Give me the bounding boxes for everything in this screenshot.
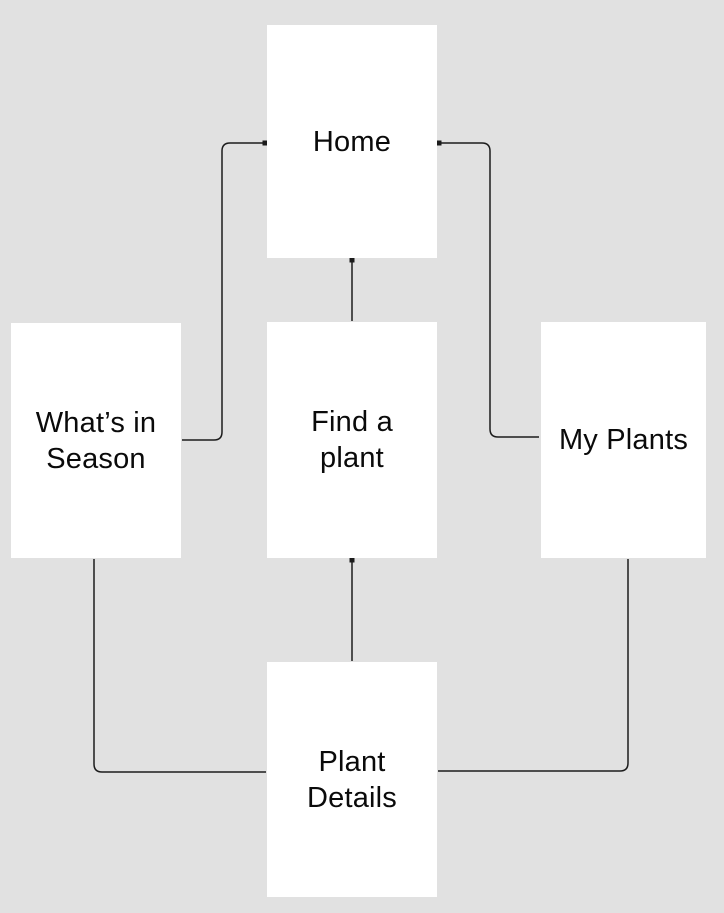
connector-my-plants-to-plant-details [438, 559, 629, 772]
node-home[interactable]: Home [267, 25, 437, 258]
node-my-plants-label: My Plants [558, 424, 689, 456]
node-home-label: Home [312, 125, 392, 158]
node-whats-in-season-label: What’s in Season [35, 406, 157, 475]
node-find-a-plant-label: Find a plant [311, 406, 393, 474]
node-find-a-plant[interactable]: Find a plant [267, 322, 437, 558]
connector-home-to-whats-in-season [182, 140, 268, 441]
connector-whats-in-season-to-plant-details [93, 559, 266, 773]
node-whats-in-season[interactable]: What’s in Season [11, 323, 181, 558]
connector-home-to-my-plants [436, 140, 539, 438]
node-plant-details[interactable]: Plant Details [267, 662, 437, 897]
node-my-plants[interactable]: My Plants [541, 322, 706, 558]
node-plant-details-label: Plant Details [306, 745, 398, 814]
